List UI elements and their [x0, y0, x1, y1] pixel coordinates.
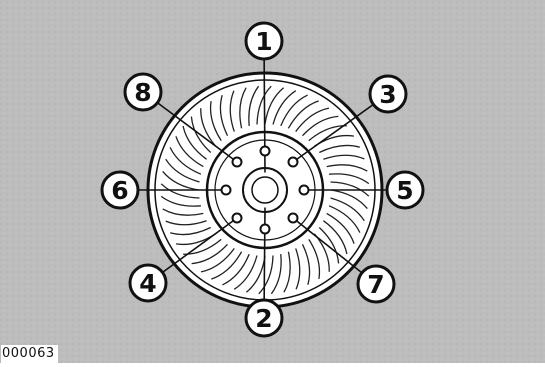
callout-number: 4	[139, 269, 156, 298]
callout-3: 3	[370, 76, 406, 112]
lug-bolt-2	[261, 225, 270, 234]
callout-7: 7	[358, 266, 394, 302]
callout-number: 5	[396, 176, 413, 205]
callout-number: 6	[111, 176, 128, 205]
callout-4: 4	[130, 265, 166, 301]
center-bore	[252, 177, 278, 203]
callout-number: 7	[367, 270, 384, 299]
callout-1: 1	[246, 23, 282, 59]
callout-number: 2	[255, 304, 272, 333]
callout-number: 3	[379, 80, 396, 109]
lug-bolt-7	[289, 214, 298, 223]
lug-bolt-6	[222, 186, 231, 195]
callout-2: 2	[246, 300, 282, 336]
lug-bolt-1	[261, 147, 270, 156]
lug-bolt-3	[289, 158, 298, 167]
callout-number: 8	[134, 78, 151, 107]
callout-number: 1	[255, 27, 272, 56]
figure-id-label: 000063	[1, 345, 58, 363]
lug-bolt-5	[300, 186, 309, 195]
lug-bolt-8	[233, 158, 242, 167]
callout-6: 6	[102, 172, 138, 208]
callout-5: 5	[387, 172, 423, 208]
lug-bolt-4	[233, 214, 242, 223]
callout-8: 8	[125, 74, 161, 110]
